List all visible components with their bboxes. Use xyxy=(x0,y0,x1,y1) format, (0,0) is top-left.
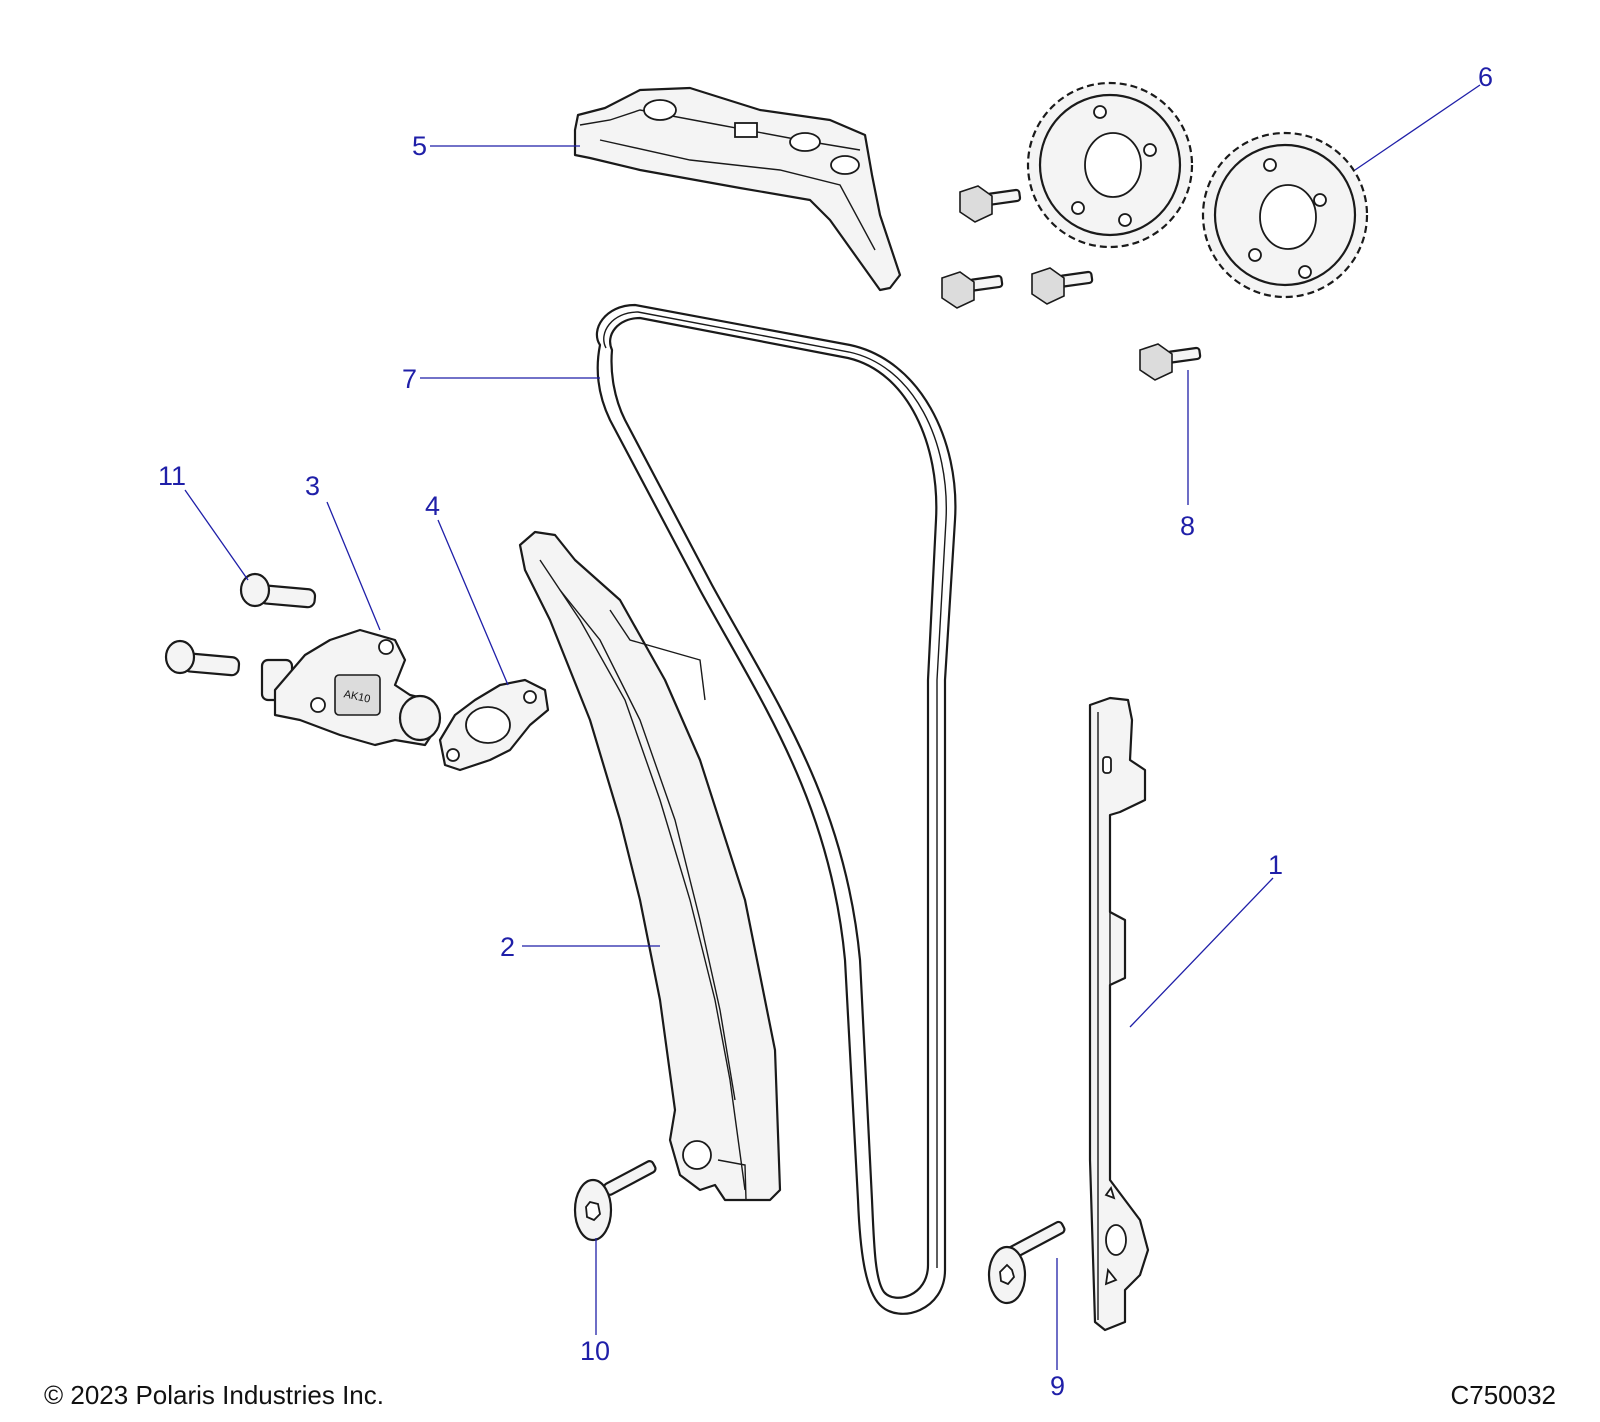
callout-11: 11 xyxy=(158,461,186,491)
callout-3: 3 xyxy=(305,471,320,501)
timing-chain xyxy=(595,303,957,1315)
upper-chain-guide xyxy=(573,86,902,292)
copyright-notice: © 2023 Polaris Industries Inc. xyxy=(44,1380,384,1410)
drawing-code: C750032 xyxy=(1450,1380,1556,1410)
callout-5: 5 xyxy=(412,131,427,161)
callout-8: 8 xyxy=(1180,511,1195,541)
tensioner-bolt xyxy=(164,639,241,677)
callout-1: 1 xyxy=(1268,850,1283,880)
sprocket-bolt xyxy=(959,185,1022,223)
guide-pivot-bolt xyxy=(573,1160,657,1242)
fixed-chain-guide xyxy=(1088,696,1150,1332)
callout-6: 6 xyxy=(1478,62,1493,92)
leader-6 xyxy=(1354,84,1481,171)
callout-7: 7 xyxy=(402,364,417,394)
callout-2: 2 xyxy=(500,932,515,962)
callout-labels: 1 2 3 4 5 6 7 8 9 10 11 xyxy=(158,62,1493,1401)
callout-10: 10 xyxy=(580,1336,610,1366)
cam-sprocket-exhaust xyxy=(1201,131,1369,299)
tensioner-bolt xyxy=(239,572,317,609)
leader-11 xyxy=(184,489,249,581)
leader-lines xyxy=(184,84,1481,1370)
sprocket-bolt xyxy=(1139,343,1202,381)
tensioner-marking: AK10 xyxy=(343,688,372,705)
tensioner-chain-guide xyxy=(518,530,782,1202)
leader-1 xyxy=(1129,877,1274,1028)
leader-4 xyxy=(437,519,509,686)
callout-9: 9 xyxy=(1050,1371,1065,1401)
fixed-guide-bolt xyxy=(987,1220,1066,1305)
tensioner-gasket xyxy=(438,678,550,772)
sprocket-bolt xyxy=(941,271,1004,309)
callout-4: 4 xyxy=(425,491,440,521)
sprocket-bolt xyxy=(1031,267,1094,305)
cam-sprocket-intake xyxy=(1026,81,1194,249)
chain-tensioner: AK10 xyxy=(260,628,442,747)
leader-3 xyxy=(326,501,381,631)
